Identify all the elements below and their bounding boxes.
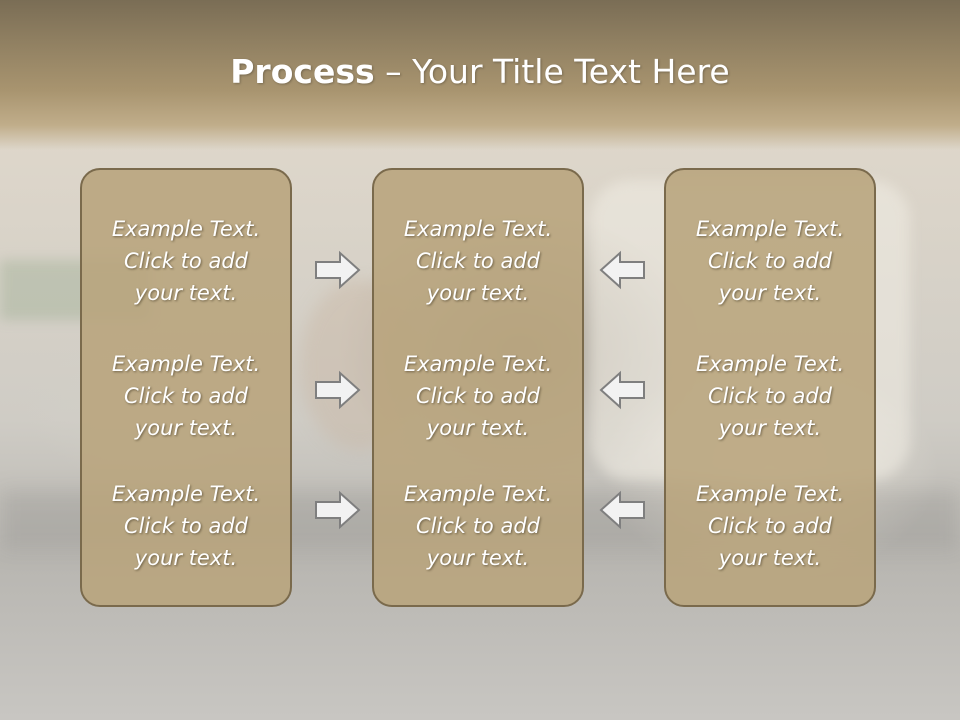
panel-text-block[interactable]: Example Text. Click to add your text. <box>666 478 874 574</box>
right-arrow-icon <box>315 250 361 290</box>
text-line: Example Text. <box>695 217 845 241</box>
slide-title-rest: – Your Title Text Here <box>374 52 730 91</box>
panel-text-block[interactable]: Example Text. Click to add your text. <box>374 213 582 309</box>
text-line: your text. <box>426 546 530 570</box>
panel-text-block[interactable]: Example Text. Click to add your text. <box>82 348 290 444</box>
text-line: your text. <box>718 546 822 570</box>
text-line: your text. <box>426 416 530 440</box>
text-line: Example Text. <box>111 482 261 506</box>
text-line: Click to add <box>707 514 832 538</box>
left-arrow-icon <box>599 250 645 290</box>
text-line: Example Text. <box>111 352 261 376</box>
text-line: your text. <box>134 281 238 305</box>
left-arrow-icon <box>599 370 645 410</box>
text-line: Click to add <box>415 249 540 273</box>
text-line: your text. <box>426 281 530 305</box>
panel-text-block[interactable]: Example Text. Click to add your text. <box>374 348 582 444</box>
left-arrow-icon <box>599 490 645 530</box>
process-panel-center[interactable]: Example Text. Click to add your text. Ex… <box>372 168 584 607</box>
title-bar <box>0 0 960 150</box>
panel-text-block[interactable]: Example Text. Click to add your text. <box>82 213 290 309</box>
text-line: Click to add <box>123 514 248 538</box>
slide-title[interactable]: Process – Your Title Text Here <box>0 52 960 91</box>
text-line: Click to add <box>415 384 540 408</box>
text-line: Click to add <box>707 249 832 273</box>
text-line: your text. <box>134 416 238 440</box>
text-line: your text. <box>134 546 238 570</box>
text-line: Example Text. <box>695 352 845 376</box>
text-line: Example Text. <box>403 352 553 376</box>
text-line: your text. <box>718 281 822 305</box>
text-line: Click to add <box>123 249 248 273</box>
slide-title-bold: Process <box>230 52 375 91</box>
right-arrow-icon <box>315 370 361 410</box>
panel-text-block[interactable]: Example Text. Click to add your text. <box>82 478 290 574</box>
text-line: Click to add <box>707 384 832 408</box>
panel-text-block[interactable]: Example Text. Click to add your text. <box>666 348 874 444</box>
process-panel-left[interactable]: Example Text. Click to add your text. Ex… <box>80 168 292 607</box>
process-panel-right[interactable]: Example Text. Click to add your text. Ex… <box>664 168 876 607</box>
text-line: Example Text. <box>403 217 553 241</box>
text-line: Click to add <box>415 514 540 538</box>
text-line: Example Text. <box>403 482 553 506</box>
right-arrow-icon <box>315 490 361 530</box>
panel-text-block[interactable]: Example Text. Click to add your text. <box>666 213 874 309</box>
text-line: Example Text. <box>111 217 261 241</box>
text-line: Example Text. <box>695 482 845 506</box>
text-line: Click to add <box>123 384 248 408</box>
text-line: your text. <box>718 416 822 440</box>
panel-text-block[interactable]: Example Text. Click to add your text. <box>374 478 582 574</box>
